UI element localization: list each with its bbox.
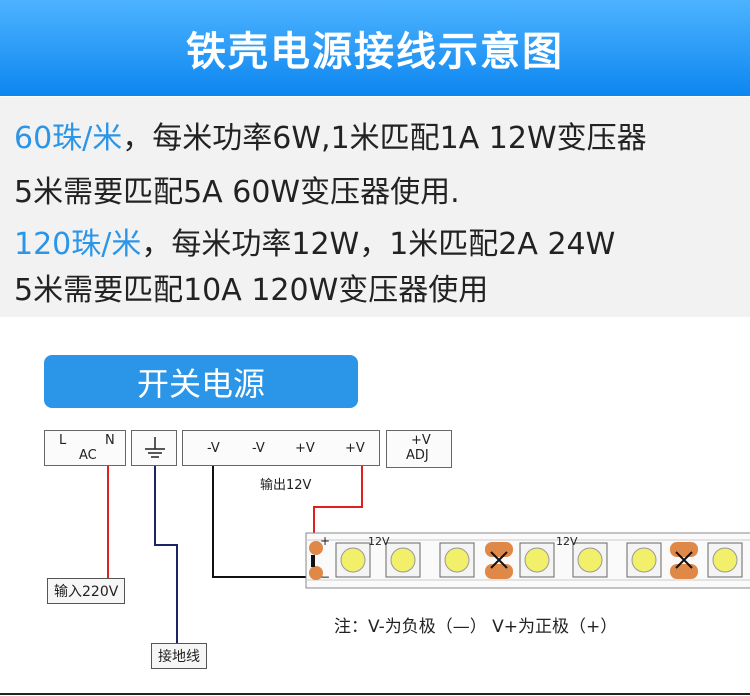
led-chip — [439, 542, 475, 578]
terminal-ac-label: AC — [79, 448, 97, 463]
terminal-ground — [131, 430, 177, 466]
spec-60-density: 60珠/米 — [14, 121, 123, 156]
strip-voltage-label-2: 12V — [556, 535, 578, 548]
spec-line-60: 60珠/米，每米功率6W,1米匹配1A 12W变压器 — [14, 113, 647, 157]
spec-line-120: 120珠/米，每米功率12W，1米匹配2A 24W — [14, 219, 615, 263]
strip-positive-marker: + — [320, 534, 331, 548]
spec-120-five-meter: 5米需要匹配10A 120W变压器使用 — [14, 273, 489, 308]
negative-wire — [212, 466, 314, 578]
input-voltage-label: 输入220V — [47, 578, 126, 604]
bottom-divider — [0, 693, 750, 695]
led-chip — [385, 542, 421, 578]
terminal-v-minus-1: -V — [207, 441, 220, 456]
terminal-adjust: +V ADJ — [386, 430, 452, 468]
spec-120-density: 120珠/米 — [14, 227, 142, 262]
strip-negative-marker: − — [320, 570, 331, 584]
terminal-adj-bottom: ADJ — [406, 448, 429, 463]
terminal-dc-output: -V -V +V +V — [182, 430, 380, 466]
strip-cut-point — [670, 542, 698, 579]
terminal-ac-input: L N AC — [44, 430, 126, 466]
spec-120-detail: ，每米功率12W，1米匹配2A 24W — [141, 227, 616, 262]
ground-icon — [145, 437, 165, 458]
spec-60-five-meter: 5米需要匹配5A 60W变压器使用. — [14, 175, 460, 210]
output-voltage-label: 输出12V — [260, 478, 312, 493]
terminal-v-minus-2: -V — [252, 441, 265, 456]
strip-cut-point — [485, 542, 513, 579]
power-supply-title: 开关电源 — [44, 355, 358, 408]
strip-left-solder-pads — [309, 541, 323, 580]
terminal-adj-top: +V — [411, 433, 431, 448]
led-chip — [572, 542, 608, 578]
spec-60-detail: ，每米功率6W,1米匹配1A 12W变压器 — [122, 121, 647, 156]
ground-wire — [154, 466, 178, 643]
positive-wire — [313, 466, 363, 549]
strip-voltage-label-1: 12V — [368, 535, 390, 548]
ground-wire-label: 接地线 — [151, 643, 207, 669]
terminal-n-label: N — [105, 433, 115, 448]
terminal-v-plus-2: +V — [345, 441, 365, 456]
specification-panel: 60珠/米，每米功率6W,1米匹配1A 12W变压器 5米需要匹配5A 60W变… — [0, 97, 750, 317]
page-header: 铁壳电源接线示意图 — [0, 0, 750, 96]
led-chip — [335, 542, 371, 578]
page-title: 铁壳电源接线示意图 — [186, 29, 564, 75]
led-chip — [519, 542, 555, 578]
terminal-l-label: L — [59, 433, 67, 448]
led-chip — [707, 542, 743, 578]
terminal-v-plus-1: +V — [295, 441, 315, 456]
led-chip — [626, 542, 662, 578]
polarity-note: 注：V-为负极（—） V+为正极（+） — [334, 617, 618, 637]
